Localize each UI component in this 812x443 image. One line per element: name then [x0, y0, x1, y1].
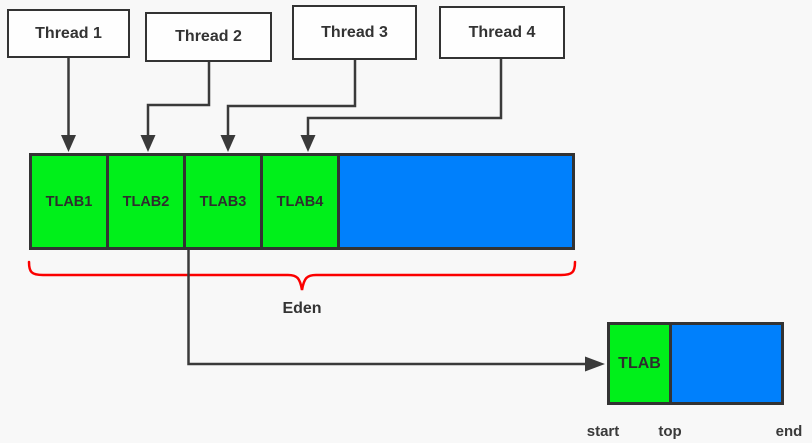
- thread-3-box: Thread 3: [292, 5, 417, 60]
- thread-4-box: Thread 4: [439, 6, 565, 59]
- tlab-free-cell: [672, 325, 781, 402]
- top-pointer-label: top: [658, 423, 682, 440]
- tlab2-label: TLAB2: [122, 193, 170, 210]
- tlab4-label: TLAB4: [276, 193, 324, 210]
- thread-4-label: Thread 4: [468, 23, 536, 41]
- tlab1-label: TLAB1: [45, 193, 93, 210]
- eden-bar: TLAB1 TLAB2 TLAB3 TLAB4: [29, 153, 575, 250]
- tlab-detail-box: TLAB: [607, 322, 784, 405]
- thread-1-label: Thread 1: [35, 24, 102, 42]
- thread-2-box: Thread 2: [145, 12, 272, 62]
- eden-free-space-cell: [340, 156, 572, 247]
- eden-brace: [27, 260, 577, 291]
- thread1-arrow: [61, 58, 76, 152]
- eden-label: Eden: [282, 300, 322, 317]
- tlab4-cell: TLAB4: [263, 156, 340, 247]
- tlab2-cell: TLAB2: [109, 156, 186, 247]
- thread-1-box: Thread 1: [7, 9, 130, 58]
- tlab-detail-label: TLAB: [618, 354, 661, 372]
- thread3-arrow: [220, 60, 357, 152]
- thread4-arrow: [300, 59, 503, 152]
- tlab-zoom-arrow: [187, 250, 605, 372]
- tlab-used-cell: TLAB: [610, 325, 672, 402]
- end-pointer-label: end: [775, 423, 803, 440]
- tlab3-label: TLAB3: [199, 193, 247, 210]
- thread-2-label: Thread 2: [175, 28, 242, 45]
- start-pointer-label: start: [586, 423, 620, 440]
- tlab1-cell: TLAB1: [32, 156, 109, 247]
- thread-3-label: Thread 3: [321, 23, 388, 41]
- tlab3-cell: TLAB3: [186, 156, 263, 247]
- thread2-arrow: [140, 62, 211, 152]
